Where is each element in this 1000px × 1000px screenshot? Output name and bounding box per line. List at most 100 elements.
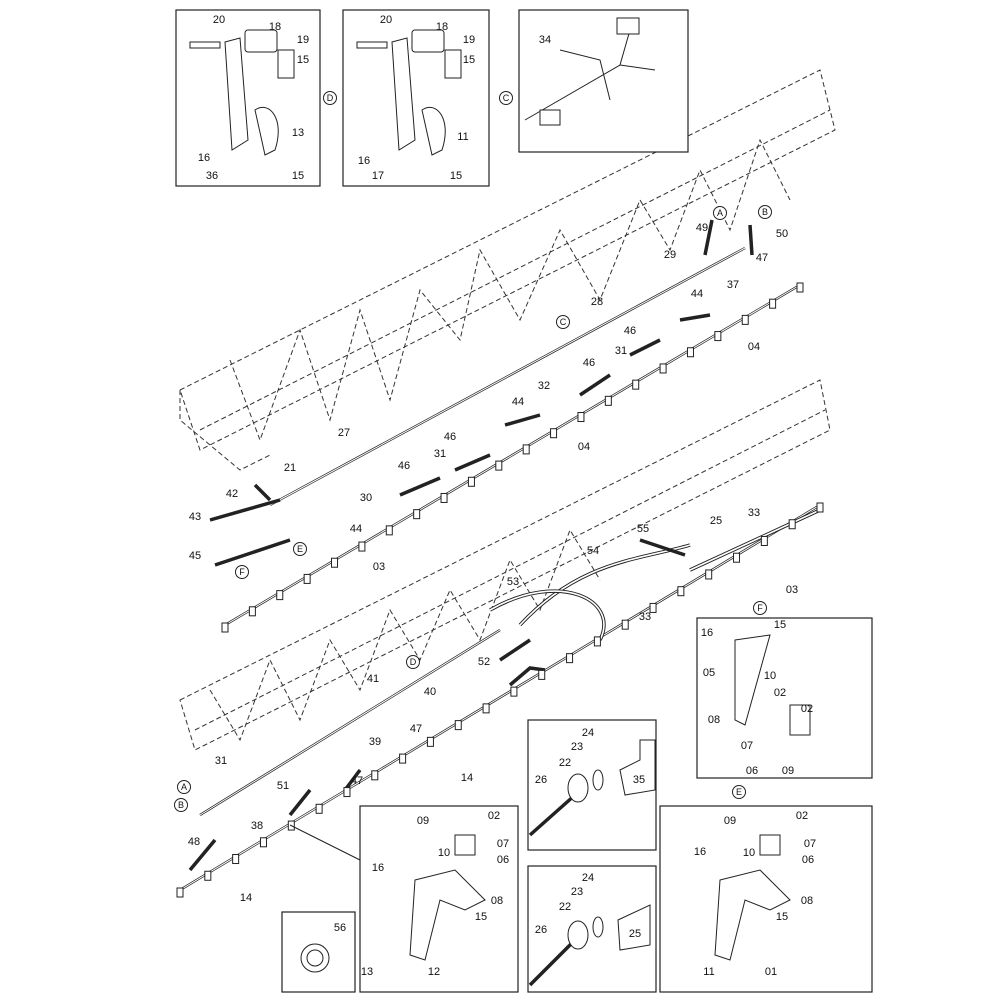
detail-box-f (696, 617, 873, 779)
callout-label: 01 (765, 966, 777, 978)
callout-label: 02 (774, 687, 786, 699)
reference-circle (732, 785, 746, 799)
callout-label: 46 (583, 357, 595, 369)
nozzle-body (232, 854, 240, 865)
callout-label: 16 (372, 862, 384, 874)
callout-label: 46 (444, 431, 456, 443)
nozzle-body (659, 363, 667, 374)
nozzle-body (714, 331, 722, 342)
nozzle-body (399, 753, 407, 764)
callout-label: 45 (189, 550, 201, 562)
reference-circle (713, 206, 727, 220)
reference-letter: B (762, 207, 768, 217)
nozzle-body (788, 519, 796, 530)
nozzle-body (343, 787, 351, 798)
nozzle-body (510, 686, 518, 697)
callout-label: 08 (491, 895, 503, 907)
nozzle-body (705, 569, 713, 580)
reference-letter: A (181, 782, 187, 792)
callout-label: 44 (350, 523, 362, 535)
callout-label: 24 (582, 872, 594, 884)
callout-label: 10 (743, 847, 755, 859)
callout-label: 15 (450, 170, 462, 182)
nozzle-body (315, 803, 323, 814)
callout-label: 44 (691, 288, 703, 300)
callout-label: 02 (801, 703, 813, 715)
callout-label: 07 (497, 838, 509, 850)
upper-main-pipe (269, 246, 746, 507)
callout-label: 11 (457, 131, 468, 143)
callout-label: 16 (701, 627, 713, 639)
callout-label: 15 (297, 54, 309, 66)
detail-box-d (175, 9, 321, 187)
nozzle-body (482, 703, 490, 714)
callout-label: 30 (360, 492, 372, 504)
nozzle-body (176, 887, 184, 898)
callout-label: 12 (428, 966, 440, 978)
nozzle-body (686, 347, 694, 358)
reference-circle (323, 91, 337, 105)
callout-label: 55 (637, 523, 649, 535)
reference-marker: C (556, 315, 570, 329)
nozzle-body (276, 590, 284, 601)
detail-box-hose-clip (281, 911, 356, 993)
nozzle-body (385, 525, 393, 536)
detail-box-tee-fitting (527, 865, 657, 993)
nozzle-body (733, 552, 741, 563)
callout-label: 42 (226, 488, 238, 500)
callout-label: 09 (782, 765, 794, 777)
callout-label: 34 (539, 34, 551, 46)
callout-label: 15 (475, 911, 487, 923)
reference-marker: A (713, 206, 727, 220)
callout-label: 06 (497, 854, 509, 866)
detail-box-c (342, 9, 490, 187)
callout-label: 38 (251, 820, 263, 832)
callout-label: 49 (696, 222, 708, 234)
nozzle-body (816, 502, 824, 513)
callout-label: 19 (297, 34, 309, 46)
callout-label: 28 (591, 296, 603, 308)
reference-letter: D (410, 657, 417, 667)
lower-boom-frame (179, 379, 831, 751)
callout-label: 32 (538, 380, 550, 392)
callout-label: 35 (633, 774, 645, 786)
reference-marker: F (753, 601, 767, 615)
nozzle-body (741, 314, 749, 325)
hoses (188, 219, 821, 872)
reference-circle (235, 565, 249, 579)
nozzle-body (303, 573, 311, 584)
reference-marker: E (293, 542, 307, 556)
callout-label: 51 (277, 780, 289, 792)
detail-box-wiring (518, 9, 689, 153)
reference-marker: C (499, 91, 513, 105)
callout-label: 44 (512, 396, 524, 408)
reference-marker: F (235, 565, 249, 579)
callout-label: 52 (478, 656, 490, 668)
callout-label: 21 (284, 462, 296, 474)
callout-label: 07 (741, 740, 753, 752)
reference-letter: B (178, 800, 184, 810)
callout-label: 20 (213, 14, 225, 26)
lower-main-pipe (199, 628, 501, 817)
detail-box-clamp (289, 805, 519, 993)
nozzle-body (760, 535, 768, 546)
callout-label: 18 (269, 21, 281, 33)
reference-circle (758, 205, 772, 219)
nozzle-body (632, 379, 640, 390)
callout-label: 40 (424, 686, 436, 698)
callout-label: 07 (804, 838, 816, 850)
callout-label: 31 (434, 448, 446, 460)
callout-label: 33 (748, 507, 760, 519)
reference-circle (556, 315, 570, 329)
nozzle-body (566, 653, 574, 664)
callout-label: 13 (361, 966, 373, 978)
callout-label: 14 (240, 892, 252, 904)
callout-label: 56 (334, 922, 346, 934)
detail-box-elbow-fitting (527, 719, 657, 851)
callout-label: 04 (578, 441, 590, 453)
nozzle-body (413, 509, 421, 520)
reference-letter: E (736, 787, 742, 797)
callout-label: 02 (488, 810, 500, 822)
callout-label: 37 (727, 279, 739, 291)
